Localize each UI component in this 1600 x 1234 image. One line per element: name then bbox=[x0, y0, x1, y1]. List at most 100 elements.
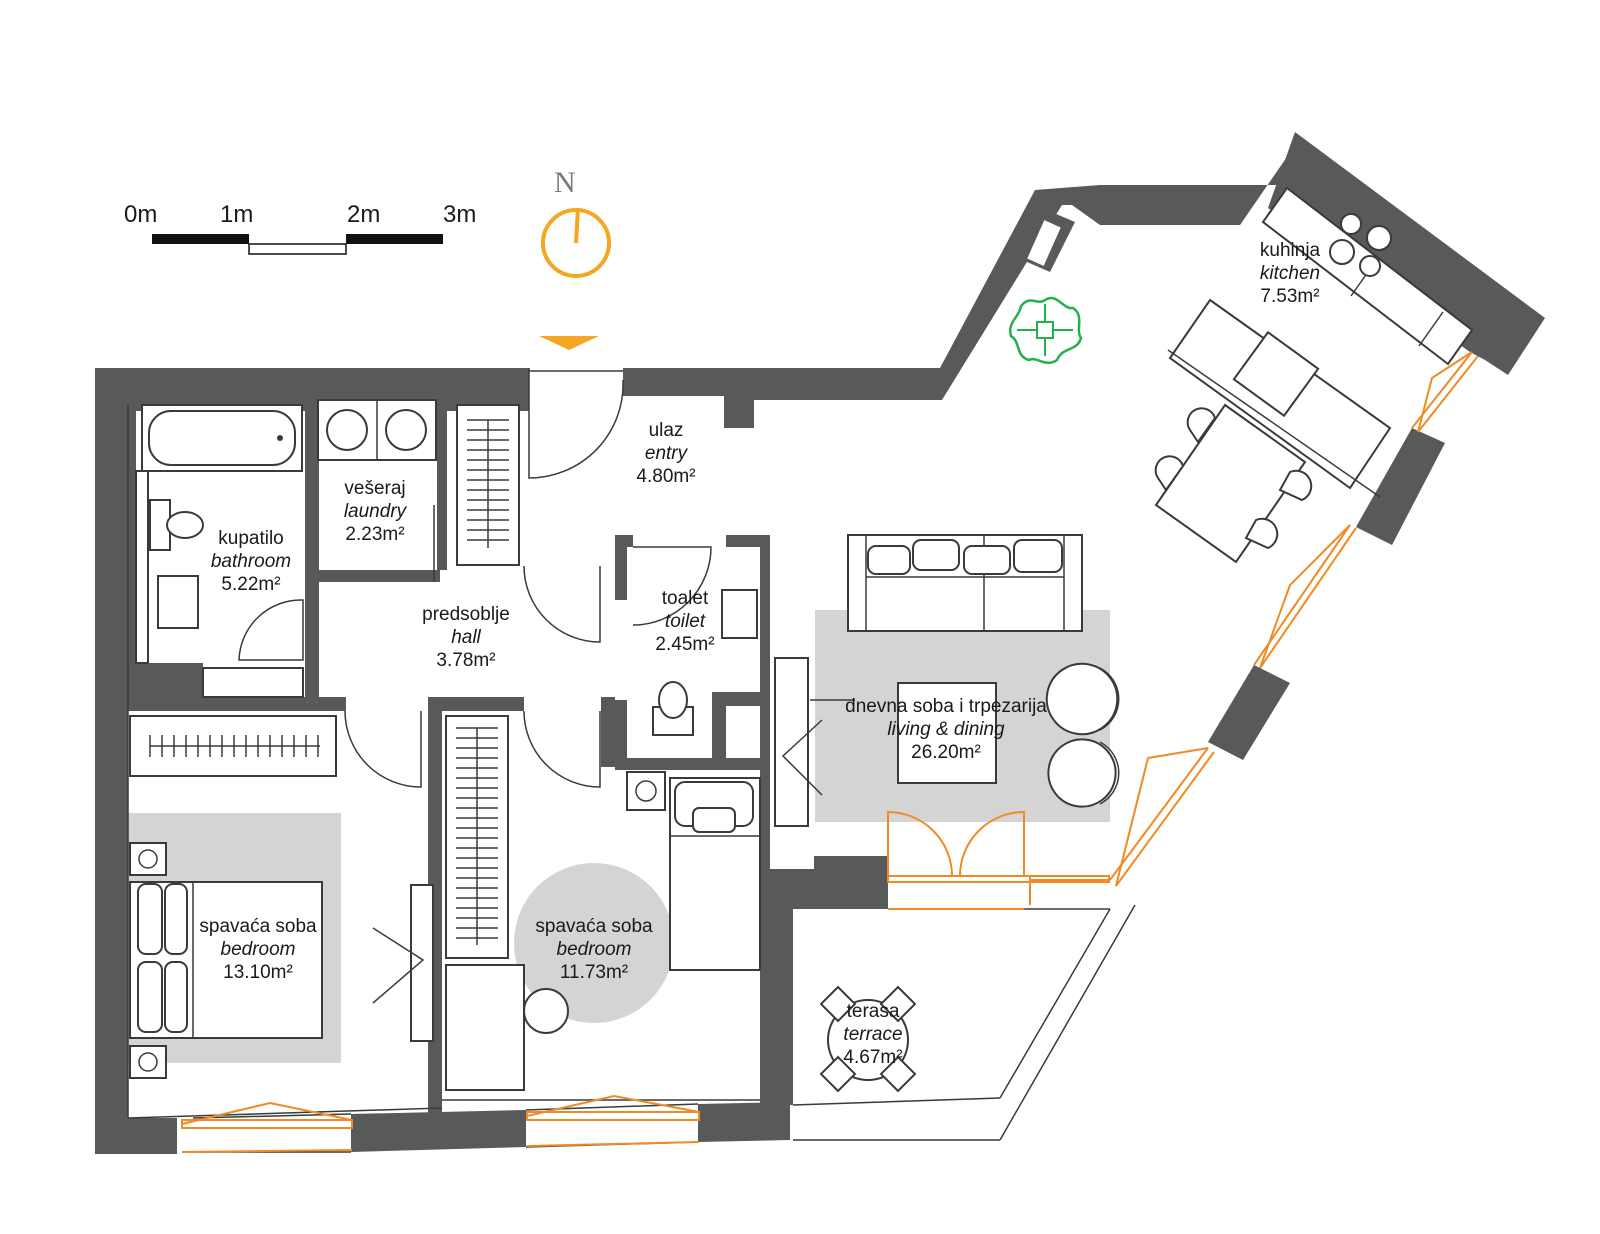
living-tv-unit bbox=[774, 657, 809, 827]
laundry-local-name: vešeraj bbox=[344, 478, 405, 499]
bath-sink bbox=[157, 575, 199, 629]
room-label-bathroom: kupatilo bathroom 5.22m² bbox=[211, 528, 291, 595]
wardrobe-hangers bbox=[456, 727, 498, 945]
kitchen-sink bbox=[1232, 330, 1320, 418]
desk-chair bbox=[523, 988, 569, 1034]
terrace-chair-1 bbox=[819, 985, 857, 1023]
scale-segment-2 bbox=[248, 243, 347, 255]
bathroom-area: 5.22m² bbox=[221, 574, 280, 595]
kitchen-area: 7.53m² bbox=[1260, 286, 1319, 307]
bedroom2-round-rug bbox=[514, 863, 674, 1023]
nightstand-1 bbox=[129, 842, 167, 876]
terrace-chair-3 bbox=[819, 1055, 857, 1093]
hall-local-name: predsoblje bbox=[422, 604, 510, 625]
wardrobe-hangers bbox=[467, 419, 509, 548]
scale-label-0: 0m bbox=[124, 201, 157, 228]
room-label-hall: predsoblje hall 3.78m² bbox=[422, 604, 510, 671]
room-label-bedroom2: spavaća soba bedroom 11.73m² bbox=[535, 916, 653, 983]
bedroom2-area: 11.73m² bbox=[560, 962, 628, 983]
desk bbox=[445, 964, 525, 1091]
room-label-laundry: vešeraj laundry 2.23m² bbox=[344, 478, 408, 545]
bath-wc-bowl bbox=[166, 511, 204, 539]
hob-burner-1 bbox=[1340, 213, 1362, 235]
north-compass: N bbox=[541, 166, 611, 278]
walls bbox=[95, 132, 1545, 1154]
entry-local-name: ulaz bbox=[649, 420, 684, 441]
living-local-name: dnevna soba i trpezarija bbox=[845, 696, 1047, 717]
furniture bbox=[129, 186, 1474, 1093]
bedroom1-en-name: bedroom bbox=[221, 939, 296, 960]
dining-chair-4 bbox=[1244, 517, 1279, 550]
bedroom2-local-name: spavaća soba bbox=[535, 916, 653, 937]
drain-icon bbox=[277, 435, 283, 441]
hob-burner-4 bbox=[1359, 255, 1381, 277]
terrace-chair-4 bbox=[879, 1055, 917, 1093]
wardrobe-hangers bbox=[149, 735, 320, 757]
room-label-living: dnevna soba i trpezarija living & dining… bbox=[845, 696, 1047, 763]
north-label: N bbox=[554, 166, 576, 199]
pillow-1 bbox=[137, 883, 163, 955]
plant-icon bbox=[1008, 296, 1083, 365]
hob-burner-2 bbox=[1366, 225, 1392, 251]
toilet-area: 2.45m² bbox=[655, 634, 714, 655]
scale-label-3: 3m bbox=[443, 201, 476, 228]
kitchen-local-name: kuhinja bbox=[1260, 240, 1321, 261]
hall-en-name: hall bbox=[451, 627, 481, 648]
pillow-2 bbox=[164, 883, 188, 955]
bedroom1-area: 13.10m² bbox=[223, 962, 293, 983]
bath-cabinet bbox=[202, 667, 304, 698]
hob-burner-3 bbox=[1329, 239, 1355, 265]
kitchen-en-name: kitchen bbox=[1260, 263, 1320, 284]
wall-outlines bbox=[127, 405, 1136, 1153]
windows bbox=[181, 351, 1479, 1153]
pillow-3 bbox=[137, 961, 163, 1033]
terrace-local-name: terasa bbox=[847, 1001, 900, 1022]
coffee-table bbox=[897, 682, 997, 784]
bath-wall-strip bbox=[135, 470, 149, 664]
pillow-4 bbox=[164, 961, 188, 1033]
bathroom-local-name: kupatilo bbox=[218, 528, 284, 549]
room-label-entry: ulaz entry 4.80m² bbox=[636, 420, 695, 487]
terrace-table bbox=[827, 999, 909, 1081]
scale-segment-1 bbox=[152, 234, 249, 244]
entry-area: 4.80m² bbox=[636, 466, 695, 487]
toilet-wc-bowl bbox=[658, 681, 688, 719]
toilet-sink bbox=[721, 589, 758, 639]
scale-label-1: 1m bbox=[220, 201, 253, 228]
hall-area: 3.78m² bbox=[436, 650, 495, 671]
dryer-drum bbox=[385, 409, 427, 451]
room-label-toilet: toalet toilet 2.45m² bbox=[655, 588, 714, 655]
laundry-en-name: laundry bbox=[344, 501, 408, 522]
dining-chair-1 bbox=[1186, 407, 1217, 444]
terrace-chair-2 bbox=[879, 985, 917, 1023]
dining-chair-3 bbox=[1278, 469, 1313, 502]
doors bbox=[238, 368, 712, 788]
bathtub-basin bbox=[148, 410, 296, 466]
bedroom2-en-name: bedroom bbox=[557, 939, 632, 960]
room-label-terrace: terasa terrace 4.67m² bbox=[843, 1001, 902, 1068]
terrace-en-name: terrace bbox=[843, 1024, 902, 1045]
living-area: 26.20m² bbox=[911, 742, 981, 763]
entry-en-name: entry bbox=[645, 443, 689, 464]
bathroom-en-name: bathroom bbox=[211, 551, 291, 572]
armchair-1 bbox=[1045, 662, 1119, 736]
living-en-name: living & dining bbox=[887, 719, 1005, 740]
dining-chair-2 bbox=[1154, 455, 1185, 492]
toilet-wc-tank bbox=[652, 706, 694, 736]
bedroom2-nightstand bbox=[626, 771, 666, 811]
room-label-kitchen: kuhinja kitchen 7.53m² bbox=[1260, 240, 1321, 307]
entry-arrow-icon bbox=[539, 336, 599, 350]
nightstand-2 bbox=[129, 1045, 167, 1079]
compass-needle bbox=[574, 207, 580, 244]
room-label-bedroom1: spavaća soba bedroom 13.10m² bbox=[199, 916, 317, 983]
washer-drum bbox=[326, 409, 368, 451]
scale-label-2: 2m bbox=[347, 201, 380, 228]
laundry-area: 2.23m² bbox=[345, 524, 404, 545]
toilet-en-name: toilet bbox=[665, 611, 706, 632]
bedroom1-local-name: spavaća soba bbox=[199, 916, 317, 937]
scale-segment-3 bbox=[346, 234, 443, 244]
bedroom1-tv-unit bbox=[410, 884, 434, 1042]
toilet-local-name: toalet bbox=[662, 588, 709, 609]
terrace-area: 4.67m² bbox=[843, 1047, 902, 1068]
